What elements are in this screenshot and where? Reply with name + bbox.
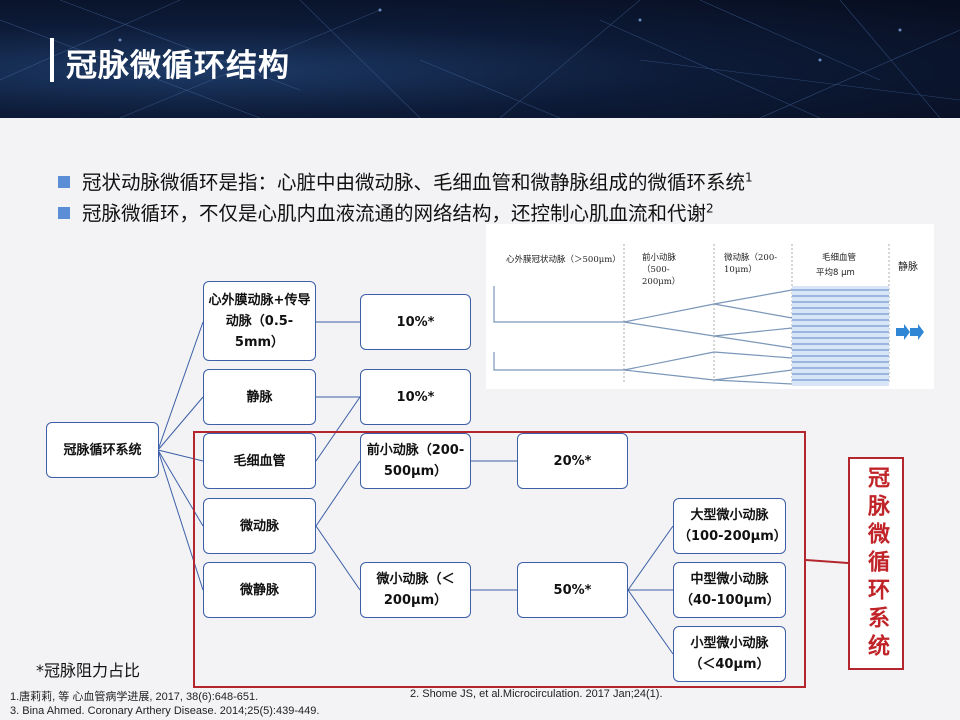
node-medium-micro-arteriole: 中型微小动脉（40-100μm） [673,562,786,618]
system-label-text: 冠脉微循环系统 [864,465,889,662]
bullet-ref: 1 [745,170,753,185]
pct-pre-arteriole: 20%* [517,433,628,489]
label-capillary: 毛细血管 [822,253,857,263]
label-pre-arteriole: 前小动脉（500-200μm） [642,253,681,287]
reference-2: 2. Shome JS, et al.Microcirculation. 201… [410,688,663,700]
title-accent-bar [50,38,54,82]
bullet-function: 冠脉微循环，不仅是心肌内血液流通的网络结构，还控制心肌血流和代谢2 [58,197,714,226]
node-venule: 微静脉 [203,562,316,618]
bullet-text: 冠脉微循环，不仅是心肌内血液流通的网络结构，还控制心肌血流和代谢 [82,202,707,225]
node-capillary: 毛细血管 [203,433,316,489]
node-vein: 静脉 [203,369,316,425]
node-pre-arteriole: 前小动脉（200-500μm） [360,433,471,489]
label-micro-arteriole: 微动脉（200-10μm） [724,253,778,275]
title-banner [0,0,960,118]
reference-3: 3. Bina Ahmed. Coronary Arthery Disease.… [10,705,320,717]
page-title: 冠脉微循环结构 [66,48,290,84]
pct-vein: 10%* [360,369,471,425]
footnote-resistance: *冠脉阻力占比 [36,661,141,680]
bullet-square-icon [58,207,70,219]
network-background [0,0,960,118]
node-epicardial-artery: 心外膜动脉+传导动脉（0.5-5mm） [203,281,316,361]
label-vein: 静脉 [898,262,918,273]
reference-1: 1.唐莉莉, 等 心血管病学进展, 2017, 38(6):648-651. [10,691,259,703]
bullet-square-icon [58,176,70,188]
node-arteriole: 微动脉 [203,498,316,554]
root-coronary-circulation: 冠脉循环系统 [46,422,159,478]
vessel-diagram: 心外膜冠状动脉（＞500μm） 前小动脉（500-200μm） 微动脉（200-… [486,224,934,389]
pct-epicardial: 10%* [360,294,471,350]
bullet-definition: 冠状动脉微循环是指：心脏中由微动脉、毛细血管和微静脉组成的微循环系统1 [58,166,753,195]
label-capillary-average: 平均8 μm [816,268,855,278]
node-large-micro-arteriole: 大型微小动脉（100-200μm） [673,498,787,554]
bullet-ref: 2 [706,201,714,216]
node-small-arteriole: 微小动脉（＜200μm） [360,562,471,618]
vessel-diagram-drawing [493,244,924,386]
pct-small-arteriole: 50%* [517,562,628,618]
microcirculation-highlight-frame [193,431,806,688]
bullet-text: 冠状动脉微循环是指：心脏中由微动脉、毛细血管和微静脉组成的微循环系统 [82,171,746,194]
microcirculation-system-label: 冠脉微循环系统 [848,457,904,670]
node-tiny-micro-arteriole: 小型微小动脉（＜40μm） [673,626,786,682]
label-epicardial: 心外膜冠状动脉（＞500μm） [506,255,621,265]
